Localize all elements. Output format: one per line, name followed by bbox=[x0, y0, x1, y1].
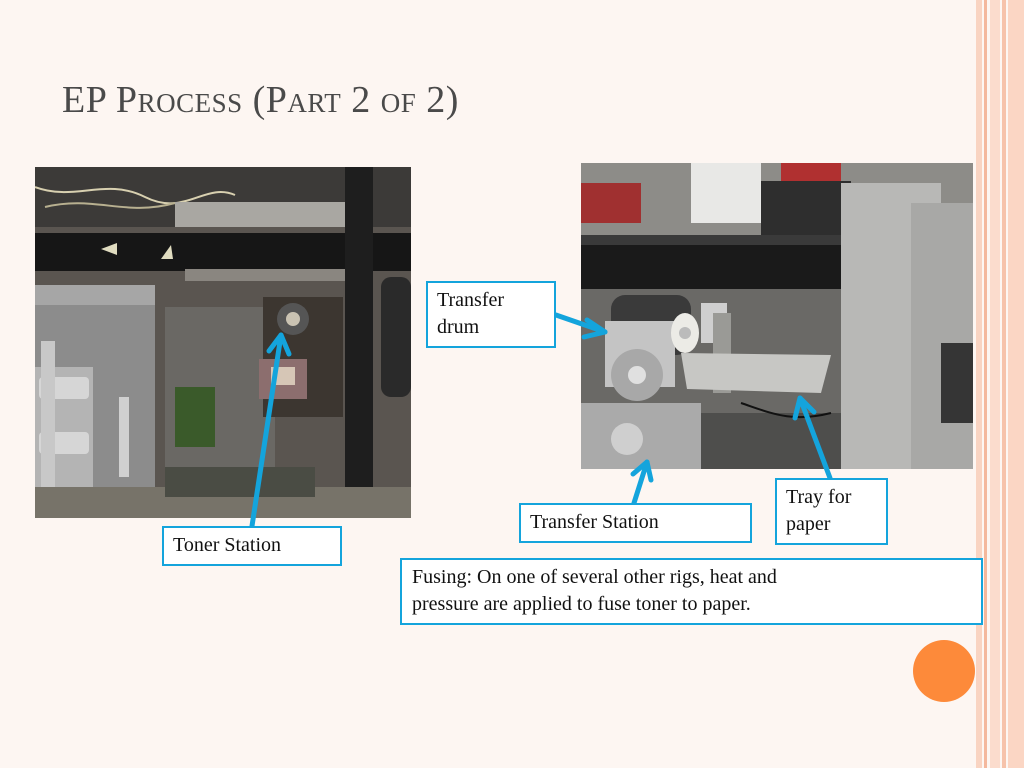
decorative-edge-stripes bbox=[976, 0, 1024, 768]
fusing-text-line2: pressure are applied to fuse toner to pa… bbox=[412, 593, 751, 615]
tray-label-line1: Tray for bbox=[786, 486, 852, 508]
transfer-station-callout: Transfer Station bbox=[519, 503, 752, 543]
tray-for-paper-callout: Tray for paper bbox=[775, 478, 888, 545]
fusing-callout: Fusing: On one of several other rigs, he… bbox=[400, 558, 983, 625]
toner-station-photo bbox=[35, 167, 411, 518]
transfer-station-photo bbox=[581, 163, 973, 469]
edge-stripe bbox=[976, 0, 982, 768]
edge-stripe bbox=[984, 0, 987, 768]
transfer-station-label: Transfer Station bbox=[530, 511, 659, 533]
toner-station-label: Toner Station bbox=[173, 534, 282, 556]
transfer-drum-callout: Transfer drum bbox=[426, 281, 556, 348]
accent-circle bbox=[913, 640, 975, 702]
transfer-drum-label-line2: drum bbox=[437, 316, 480, 338]
toner-station-callout: Toner Station bbox=[162, 526, 342, 566]
transfer-drum-label-line1: Transfer bbox=[437, 289, 505, 311]
slide-title: EP Process (Part 2 of 2) bbox=[62, 79, 459, 121]
tray-label-line2: paper bbox=[786, 513, 831, 535]
edge-stripe bbox=[990, 0, 1000, 768]
edge-stripe bbox=[1008, 0, 1024, 768]
edge-stripe bbox=[1002, 0, 1006, 768]
fusing-text-line1: Fusing: On one of several other rigs, he… bbox=[412, 566, 777, 588]
